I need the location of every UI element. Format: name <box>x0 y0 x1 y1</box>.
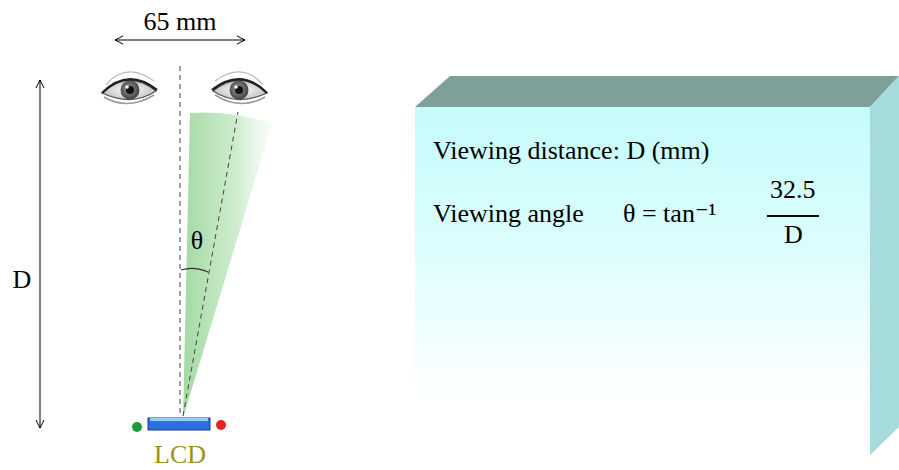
center-axis <box>180 66 181 416</box>
angle-label: θ <box>191 226 203 256</box>
dimension-label: 65 mm <box>144 7 217 37</box>
fraction-numerator: 32.5 <box>770 175 816 205</box>
fraction-bar <box>767 215 819 217</box>
eye-icon <box>102 72 157 104</box>
lcd-panel <box>148 418 210 430</box>
dimension-arrow <box>40 80 41 428</box>
red-dot <box>216 420 226 430</box>
lcd-panel-edge <box>150 418 208 421</box>
fraction-denominator: D <box>784 220 803 250</box>
formula-text: Viewing angle <box>433 199 584 229</box>
box-top-face <box>415 76 899 107</box>
info-box: Viewing distance: D (mm) Viewing angle θ =… <box>415 107 870 455</box>
box-side-face <box>870 76 899 455</box>
view-line <box>183 112 238 416</box>
formula-text: θ = tan⁻¹ <box>623 199 716 229</box>
eye-icon <box>212 72 267 104</box>
green-dot <box>132 422 142 432</box>
viewing-cone <box>183 112 272 418</box>
component-label: LCD <box>154 440 206 470</box>
dimension-arrow <box>115 40 245 41</box>
dimension-label: D <box>13 265 32 295</box>
definition-text: Viewing distance: D (mm) <box>433 136 709 166</box>
angle-arc <box>181 268 208 272</box>
